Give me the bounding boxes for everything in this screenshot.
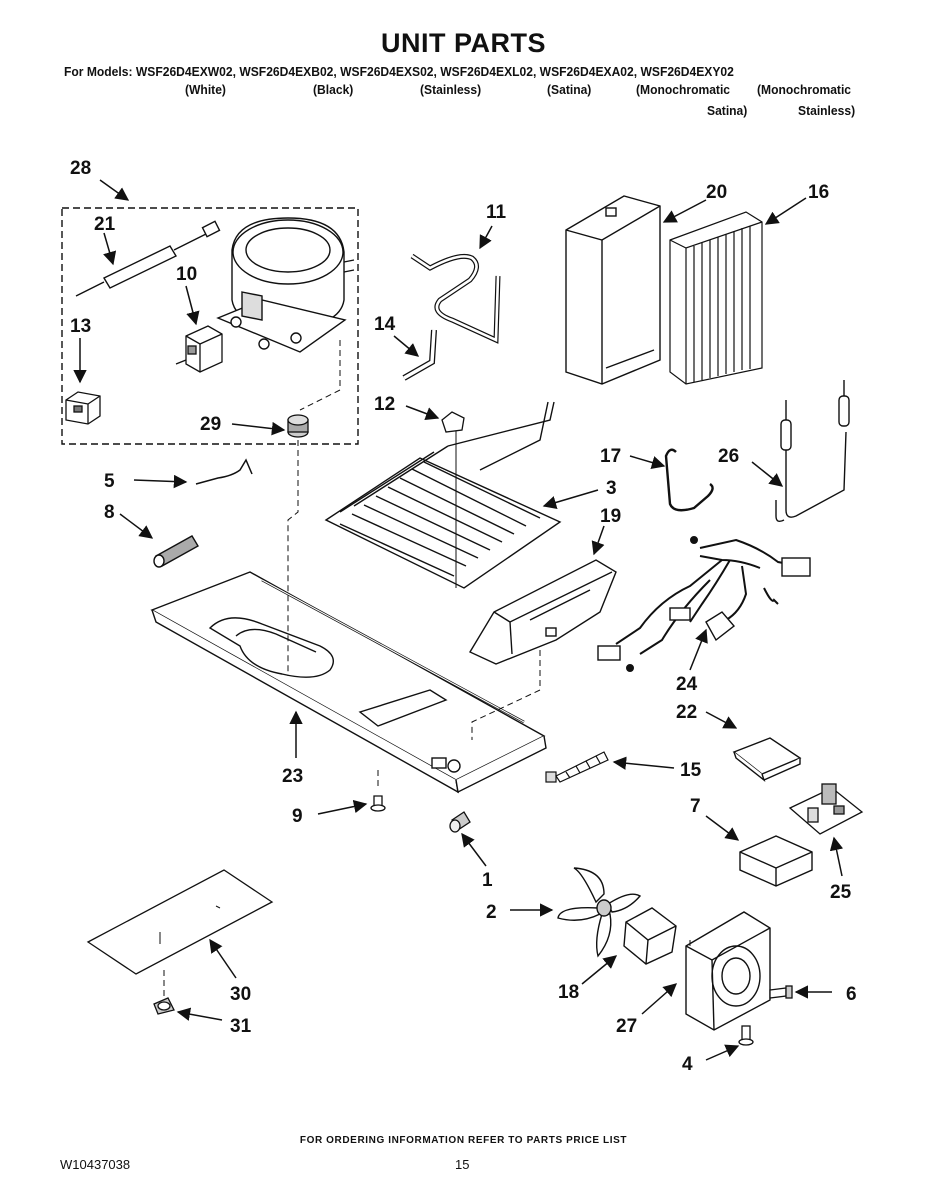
- models-list: For Models: WSF26D4EXW02, WSF26D4EXB02, …: [64, 64, 734, 79]
- callout-9: 9: [292, 806, 303, 827]
- color-mono-satina: (Monochromatic: [636, 82, 731, 97]
- condenser-part: [669, 211, 763, 385]
- callout-2: 2: [486, 902, 497, 923]
- page-title: UNIT PARTS: [381, 28, 546, 58]
- document-number: W10437038: [60, 1157, 131, 1172]
- callout-28: 28: [70, 158, 91, 179]
- fan-bracket-part: [685, 911, 771, 1031]
- base-pan-part: [150, 571, 547, 794]
- tube-26-part: [775, 380, 850, 523]
- page-number: 15: [455, 1157, 470, 1172]
- callout-31: 31: [230, 1016, 252, 1037]
- tube-11-part: [410, 253, 501, 344]
- callout-17: 17: [600, 446, 621, 467]
- callout-11: 11: [486, 202, 507, 223]
- insulation-tube-part: [153, 535, 199, 568]
- callout-30: 30: [230, 984, 251, 1005]
- screw-part: [370, 795, 386, 812]
- callout-18: 18: [558, 982, 579, 1003]
- wire-harness-part: [597, 536, 811, 672]
- grommet-part: [287, 414, 309, 438]
- color-mono-satina-cont: Satina): [707, 103, 748, 118]
- callout-29: 29: [200, 414, 221, 435]
- color-stainless: (Stainless): [420, 82, 482, 97]
- insulation-sheet-part: [86, 869, 274, 975]
- color-mono-stainless: (Monochromatic: [757, 82, 852, 97]
- callout-8: 8: [104, 502, 115, 523]
- callout-7: 7: [690, 796, 701, 817]
- clip-part: [441, 411, 465, 433]
- compressor-group-box: [61, 207, 359, 445]
- callout-25: 25: [830, 882, 852, 903]
- callout-3: 3: [606, 478, 617, 499]
- callout-22: 22: [676, 702, 697, 723]
- callout-10: 10: [176, 264, 197, 285]
- ordering-note: FOR ORDERING INFORMATION REFER TO PARTS …: [299, 1135, 628, 1146]
- callout-27: 27: [616, 1016, 637, 1037]
- control-cover-part: [739, 835, 813, 887]
- drain-pan-part: [468, 559, 617, 665]
- drier-part: [75, 220, 221, 297]
- callout-4: 4: [682, 1054, 693, 1075]
- screw-6-part: [769, 985, 793, 999]
- compressor-part: [216, 217, 355, 353]
- color-satina: (Satina): [547, 82, 592, 97]
- hook-17-part: [664, 448, 714, 512]
- callout-labels: 28 21 10 13 29 11 14 12 5 8 20 16 17 26 …: [70, 158, 857, 1075]
- color-black: (Black): [313, 82, 354, 97]
- callout-20: 20: [706, 182, 727, 203]
- callout-23: 23: [282, 766, 303, 787]
- wire-5-part: [195, 458, 253, 485]
- callout-26: 26: [718, 446, 739, 467]
- tape-part: [732, 737, 802, 782]
- callout-12: 12: [374, 394, 395, 415]
- callout-1: 1: [482, 870, 493, 891]
- screw-4-part: [738, 1025, 754, 1046]
- overload-part: [65, 391, 101, 425]
- callout-21: 21: [94, 214, 116, 235]
- fan-blade-part: [557, 867, 642, 958]
- fan-motor-part: [623, 907, 677, 965]
- relay-part: [175, 325, 223, 373]
- callout-14: 14: [374, 314, 396, 335]
- grommet-1-part: [449, 811, 471, 833]
- callout-6: 6: [846, 984, 857, 1005]
- callout-19: 19: [600, 506, 621, 527]
- callout-15: 15: [680, 760, 702, 781]
- evaporator-part: [324, 401, 562, 589]
- leader-lines: [73, 179, 844, 1061]
- callout-24: 24: [676, 674, 698, 695]
- callout-16: 16: [808, 182, 829, 203]
- callout-5: 5: [104, 471, 115, 492]
- clip-31-part: [153, 997, 175, 1015]
- assembly-lines: [163, 340, 691, 996]
- color-white: (White): [185, 82, 226, 97]
- callout-13: 13: [70, 316, 91, 337]
- color-mono-stainless-cont: Stainless): [798, 103, 856, 118]
- condenser-shroud-part: [565, 195, 661, 385]
- control-board-part: [788, 783, 864, 835]
- tie-strap-part: [545, 751, 609, 783]
